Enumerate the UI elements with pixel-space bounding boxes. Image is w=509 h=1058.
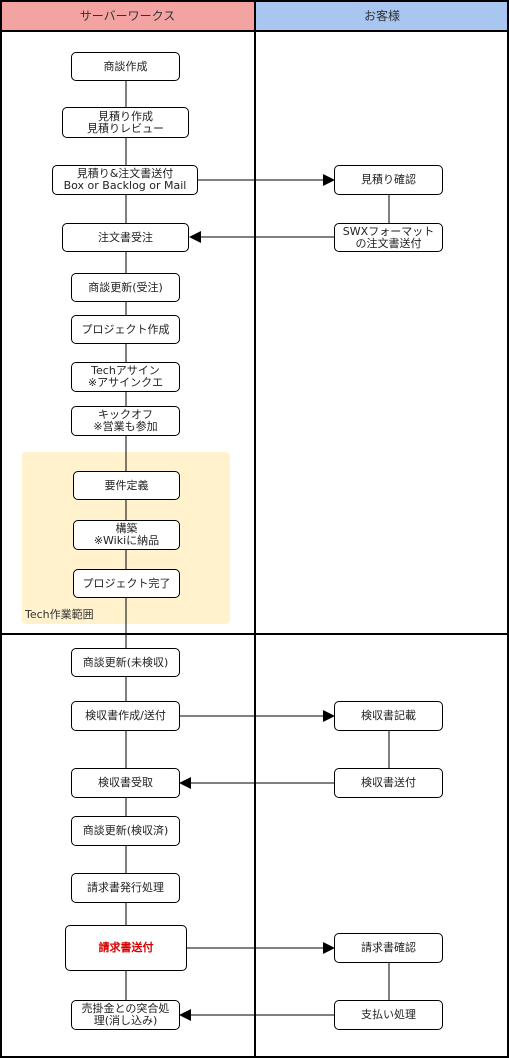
customer-send-order-form: SWXフォーマットの注文書送付 [334,223,443,252]
step-update-deal-ordered: 商談更新(受注) [71,273,180,302]
node-label-line: 請求書発行処理 [87,881,164,894]
node-label-line: Techアサイン [91,364,160,377]
node-label-line: 売掛金との突合処 [81,1002,170,1015]
node-label-line: 見積り作成 [98,109,153,123]
node-label-line: 検収書記載 [361,709,416,722]
customer-fill-acceptance: 検収書記載 [334,701,443,731]
node-label-line: 理(消し込み) [93,1014,158,1027]
node-label-line: ※アサインクエ [87,376,164,389]
node-label-line: 支払い処理 [361,1008,416,1021]
step-receive-order: 注文書受注 [62,223,189,252]
node-label-line: プロジェクト完了 [82,576,171,590]
step-update-deal-unaccepted: 商談更新(未検収) [71,648,180,677]
node-label-line: Box or Backlog or Mail [63,179,187,192]
step-receive-acceptance: 検収書受取 [71,768,180,798]
node-label-line: 請求書確認 [361,941,416,954]
step-create-send-acceptance: 検収書作成/送付 [71,701,180,731]
tech-area-label: Tech作業範囲 [25,608,94,621]
node-label-line: 要件定義 [104,478,149,492]
node-label-line: 見積り確認 [361,173,416,186]
customer-confirm-quote: 見積り確認 [334,165,443,195]
step-build: 構築※Wikiに納品 [73,520,180,550]
customer-payment: 支払い処理 [334,1000,443,1030]
customer-confirm-invoice: 請求書確認 [334,933,443,963]
node-label-line: 商談作成 [103,59,148,73]
lane-header-serverworks: サーバーワークス [0,0,255,30]
step-update-deal-accepted: 商談更新(検収済) [71,816,180,846]
node-label-line: 商談更新(検収済) [82,824,169,837]
step-kickoff: キックオフ※営業も参加 [71,406,180,436]
node-label-line: 見積りレビュー [87,121,164,135]
node-label-line: 商談更新(未検収) [82,655,169,669]
node-label-line: ※Wikiに納品 [93,534,160,547]
step-create-deal: 商談作成 [71,52,180,81]
lane-divider [254,0,256,1058]
step-project-complete: プロジェクト完了 [73,569,180,598]
node-label-line: 検収書受取 [98,776,153,789]
node-label-line: SWXフォーマット [342,224,435,238]
customer-send-acceptance: 検収書送付 [334,768,443,798]
lane-header-customer: お客様 [255,0,509,30]
node-label-line: 構築 [115,522,138,535]
node-label-line: 請求書送付 [98,941,154,954]
node-label-line: プロジェクト作成 [81,322,170,336]
step-send-invoice: 請求書送付 [65,925,187,971]
node-label-line: キックオフ [98,408,153,421]
step-requirements: 要件定義 [73,471,180,500]
phase-divider [0,633,509,635]
node-label-line: 注文書受注 [98,230,153,244]
node-label-line: 検収書送付 [361,776,416,789]
step-tech-assign: Techアサイン※アサインクエ [71,362,180,392]
step-quote-create-review: 見積り作成見積りレビュー [62,107,189,138]
node-label-line: の注文書送付 [355,236,422,250]
step-create-project: プロジェクト作成 [71,315,180,344]
node-label-line: 検収書作成/送付 [85,709,166,722]
node-label-line: 見積り&注文書送付 [76,167,174,180]
step-issue-invoice: 請求書発行処理 [71,873,180,903]
node-label-line: 商談更新(受注) [88,280,163,294]
step-reconcile-receivables: 売掛金との突合処理(消し込み) [71,1000,180,1030]
node-label-line: ※営業も参加 [93,420,158,433]
